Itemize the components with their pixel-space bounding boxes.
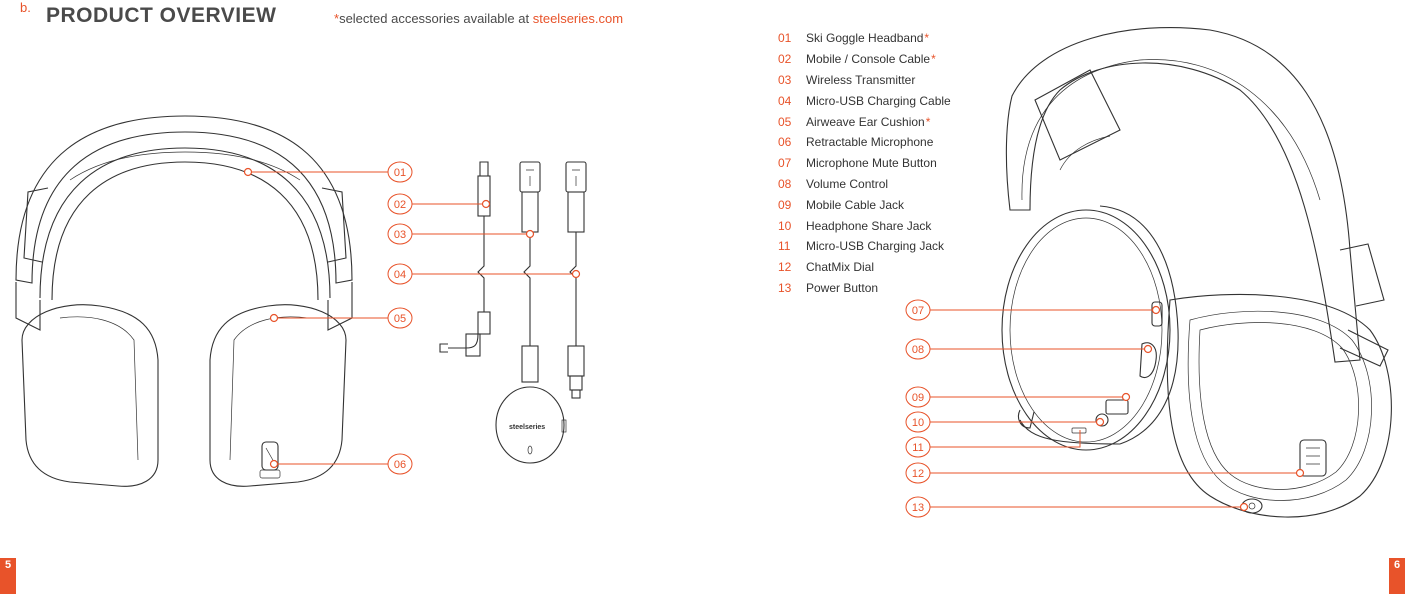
callout-number: 07 — [912, 305, 924, 317]
parts-list-item: 05 Airweave Ear Cushion* — [778, 111, 952, 132]
part-asterisk: * — [924, 31, 930, 46]
parts-list-item: 06 Retractable Microphone — [778, 132, 952, 153]
page-number-right: 6 — [1389, 558, 1405, 594]
part-asterisk: * — [925, 114, 931, 129]
callout-number: 12 — [912, 468, 924, 480]
note-text: selected accessories available at — [339, 11, 533, 26]
parts-list-item: 07 Microphone Mute Button — [778, 153, 952, 174]
part-number: 03 — [778, 72, 792, 87]
callout-number: 08 — [912, 344, 924, 356]
callout-bubble-10: 10 — [905, 411, 931, 433]
part-label: Headphone Share Jack — [806, 218, 932, 233]
callout-lines — [248, 171, 1300, 508]
callout-number: 11 — [912, 442, 923, 454]
part-number: 07 — [778, 156, 792, 171]
transmitter-logo: steelseries — [509, 424, 545, 431]
steelseries-link[interactable]: steelseries.com — [532, 11, 624, 26]
part-number: 06 — [778, 135, 792, 150]
callout-number: 01 — [394, 167, 406, 179]
part-number: 02 — [778, 52, 792, 67]
part-label: Micro-USB Charging Cable — [806, 93, 951, 108]
page-title: PRODUCT OVERVIEW — [46, 4, 277, 27]
part-label: Mobile / Console Cable — [806, 52, 931, 67]
part-label: Mobile Cable Jack — [806, 197, 905, 212]
callout-number: 04 — [394, 269, 406, 281]
page-number-left: 5 — [0, 558, 16, 594]
callout-bubble-11: 11 — [905, 436, 931, 458]
callout-bubble-06: 06 — [387, 453, 413, 475]
part-number: 05 — [778, 114, 792, 129]
note-asterisk: * — [334, 11, 340, 26]
headset-side-illustration — [1001, 27, 1392, 518]
parts-list-item: 03 Wireless Transmitter — [778, 70, 952, 91]
parts-list-item: 04 Micro-USB Charging Cable — [778, 90, 952, 111]
cables-illustration: steelseries — [439, 161, 587, 464]
accessories-note: *selected accessories available at steel… — [334, 11, 623, 26]
part-number: 04 — [778, 93, 792, 108]
callout-number: 06 — [394, 459, 406, 471]
callout-bubble-03: 03 — [387, 223, 413, 245]
part-label: Airweave Ear Cushion — [806, 114, 925, 129]
part-number: 10 — [778, 218, 792, 233]
part-number: 09 — [778, 197, 792, 212]
callout-number: 03 — [394, 229, 406, 241]
part-number: 13 — [778, 280, 792, 295]
callout-bubble-09: 09 — [905, 386, 931, 408]
callout-dots — [243, 167, 1305, 512]
callout-bubble-13: 13 — [905, 496, 931, 518]
part-number: 01 — [778, 31, 792, 46]
callout-number: 09 — [912, 392, 924, 404]
parts-list-item: 12 ChatMix Dial — [778, 257, 952, 278]
parts-list-item: 01 Ski Goggle Headband* — [778, 28, 952, 49]
callout-number: 02 — [394, 199, 406, 211]
headset-front-illustration — [15, 115, 353, 487]
parts-list-item: 02 Mobile / Console Cable* — [778, 49, 952, 70]
part-number: 11 — [778, 239, 791, 254]
part-label: ChatMix Dial — [806, 260, 875, 275]
callout-bubble-04: 04 — [387, 263, 413, 285]
callout-bubble-08: 08 — [905, 338, 931, 360]
callout-bubble-12: 12 — [905, 462, 931, 484]
section-letter: b. — [20, 0, 31, 15]
callout-number: 05 — [394, 313, 406, 325]
parts-list-item: 11 Micro-USB Charging Jack — [778, 236, 952, 257]
part-number: 12 — [778, 260, 792, 275]
parts-list-item: 13 Power Button — [778, 278, 952, 299]
part-label: Retractable Microphone — [806, 135, 934, 150]
callout-bubble-05: 05 — [387, 307, 413, 329]
callout-bubble-02: 02 — [387, 193, 413, 215]
callout-number: 13 — [912, 502, 924, 514]
part-label: Ski Goggle Headband — [806, 31, 924, 46]
parts-list-item: 08 Volume Control — [778, 174, 952, 195]
part-asterisk: * — [931, 52, 936, 67]
part-label: Microphone Mute Button — [806, 156, 937, 171]
part-label: Volume Control — [806, 176, 889, 191]
parts-list-item: 10 Headphone Share Jack — [778, 215, 952, 236]
part-number: 08 — [778, 176, 792, 191]
part-label: Wireless Transmitter — [806, 72, 916, 87]
callout-bubble-01: 01 — [387, 161, 413, 183]
callout-number: 10 — [912, 417, 924, 429]
callout-bubble-07: 07 — [905, 299, 931, 321]
part-label: Micro-USB Charging Jack — [806, 239, 945, 254]
parts-list-item: 09 Mobile Cable Jack — [778, 194, 952, 215]
part-label: Power Button — [806, 280, 879, 295]
